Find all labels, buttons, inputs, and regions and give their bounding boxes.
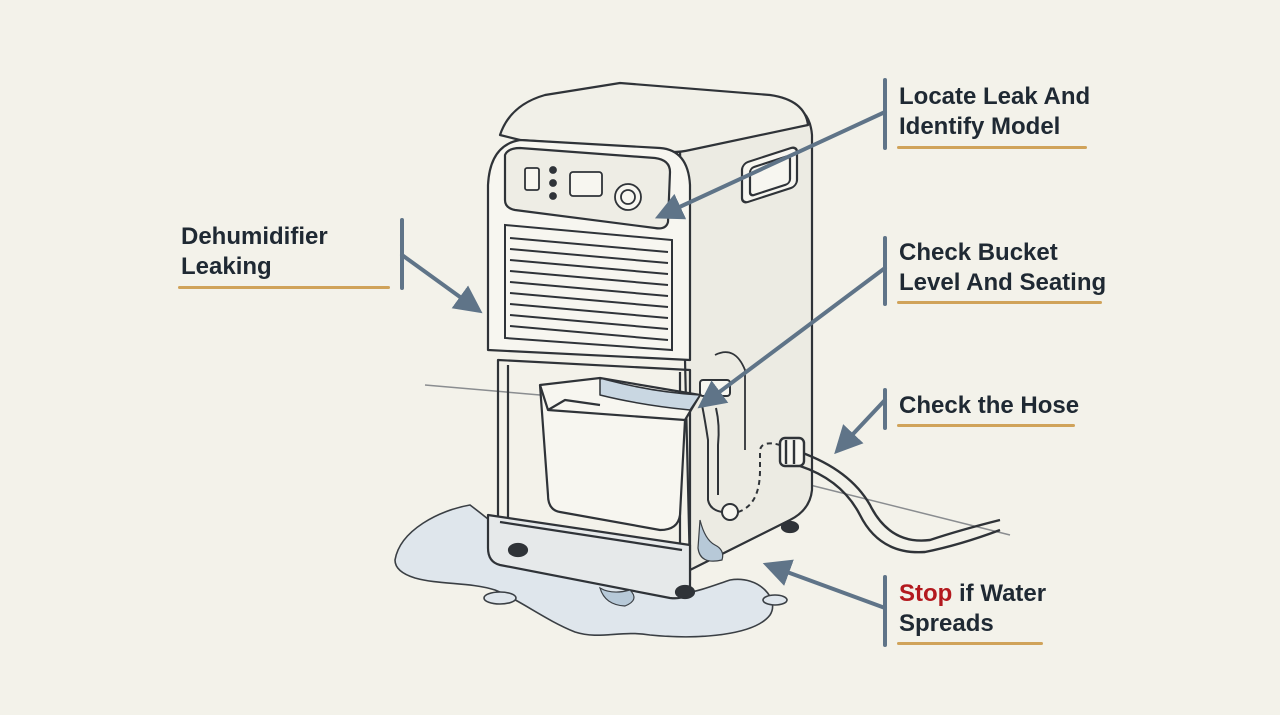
- label-locate-leak: Locate Leak And Identify Model: [899, 82, 1090, 142]
- arrow-stop-water: [762, 559, 887, 610]
- label-dehumidifier-line1: Dehumidifier: [181, 223, 328, 250]
- water-bucket: [538, 376, 702, 532]
- display-screen-icon: [569, 171, 603, 197]
- label-stop-line1: Stop if Water: [899, 579, 1046, 609]
- control-knob-icon: [614, 183, 642, 211]
- underline-dehumidifier: [178, 286, 390, 289]
- control-panel: [524, 166, 642, 211]
- stop-word: Stop: [899, 580, 953, 607]
- arrow-check-hose: [834, 398, 887, 455]
- underline-stop: [897, 642, 1043, 645]
- label-hose-line1: Check the Hose: [899, 392, 1080, 419]
- callout-bar-dehumidifier: [400, 218, 404, 290]
- callout-arrows: [400, 110, 887, 610]
- callout-bar-hose: [883, 388, 887, 430]
- underline-locate: [897, 146, 1087, 149]
- label-stop-line2: Spreads: [899, 610, 994, 637]
- label-locate-line1: Locate Leak And: [899, 83, 1091, 110]
- water-drips: [598, 519, 724, 607]
- label-dehumidifier-leaking: Dehumidifier Leaking: [181, 222, 328, 282]
- power-switch-icon: [524, 167, 540, 191]
- drain-hose: [778, 436, 1001, 554]
- label-bucket-line1: Check Bucket: [899, 239, 1058, 266]
- arrow-dehumidifier-leaking: [400, 253, 483, 314]
- arrow-locate-leak: [654, 110, 887, 220]
- callout-bar-bucket: [883, 236, 887, 306]
- callout-bar-stop: [883, 575, 887, 647]
- callout-bar-locate: [883, 78, 887, 150]
- front-grille: [504, 223, 673, 352]
- label-dehumidifier-line2: Leaking: [181, 253, 272, 280]
- label-check-hose: Check the Hose: [899, 391, 1079, 421]
- underline-hose: [897, 424, 1075, 427]
- label-stop-water: Stop if Water Spreads: [899, 579, 1046, 639]
- stop-rest: if Water: [952, 580, 1047, 607]
- arrow-check-bucket: [697, 266, 887, 409]
- label-bucket-line2: Level And Seating: [899, 269, 1107, 296]
- label-locate-line2: Identify Model: [899, 113, 1061, 140]
- underline-bucket: [897, 301, 1102, 304]
- label-check-bucket: Check Bucket Level And Seating: [899, 238, 1106, 298]
